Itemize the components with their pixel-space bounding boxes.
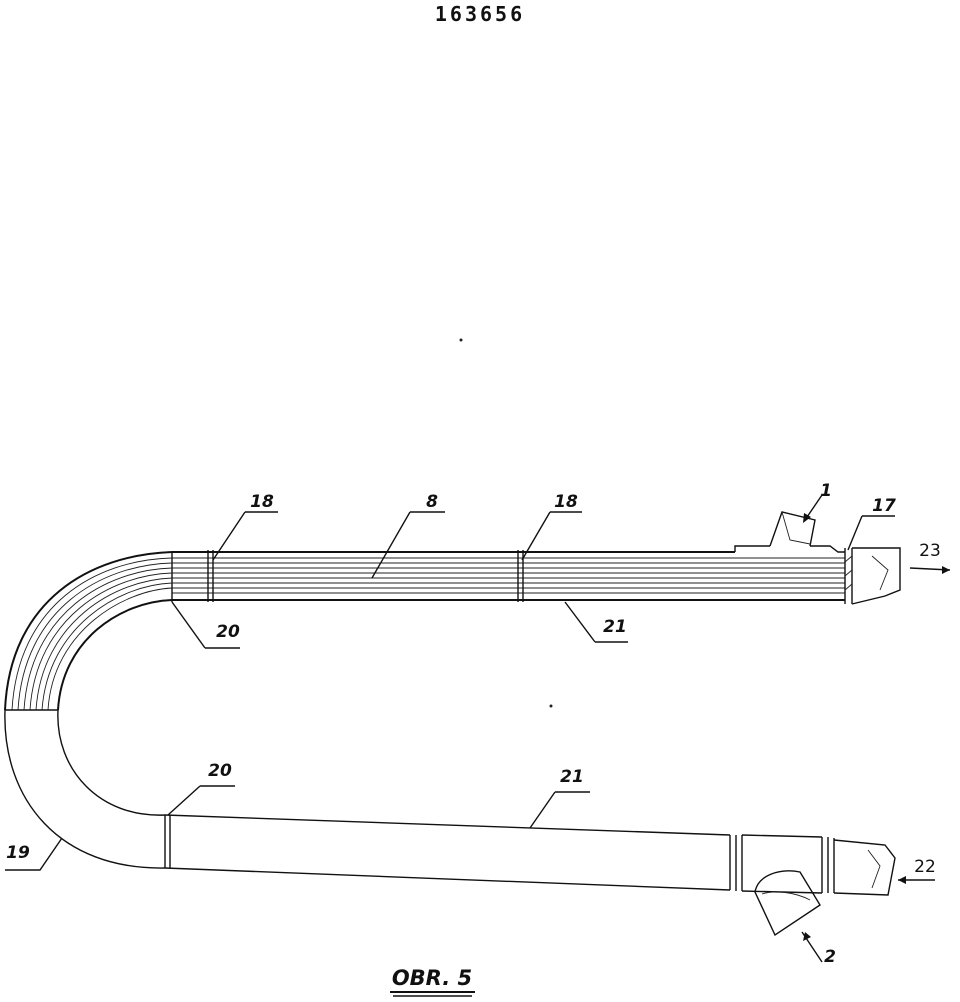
flow-arrows (801, 494, 951, 963)
label-joint-20-lower: 20 (208, 761, 232, 781)
label-spacer-18-left: 18 (250, 492, 274, 512)
page-number: 163656 (434, 2, 526, 26)
figure-caption: OBR. 5 (392, 966, 472, 990)
label-tube-bundle-8: 8 (426, 492, 438, 512)
leader-lines (5, 511, 895, 871)
u-bend (4, 551, 173, 869)
lower-shell-tube (164, 814, 896, 896)
upper-tube-bundle (171, 550, 845, 602)
label-bend-19: 19 (6, 843, 30, 863)
label-inlet-1: 1 (820, 481, 832, 501)
upper-shell-head (734, 545, 901, 605)
inlet-nozzle-top (769, 511, 816, 547)
label-outer-tube-21-lower: 21 (560, 767, 584, 787)
label-flange-17: 17 (872, 496, 896, 516)
label-inlet-22: 22 (914, 857, 936, 877)
label-joint-20-upper: 20 (216, 622, 240, 642)
label-outlet-2: 2 (824, 947, 836, 967)
label-outlet-23: 23 (919, 541, 941, 561)
outlet-nozzle-bottom (754, 870, 821, 937)
label-spacer-18-right: 18 (554, 492, 578, 512)
label-outer-tube-21-upper: 21 (603, 617, 627, 637)
